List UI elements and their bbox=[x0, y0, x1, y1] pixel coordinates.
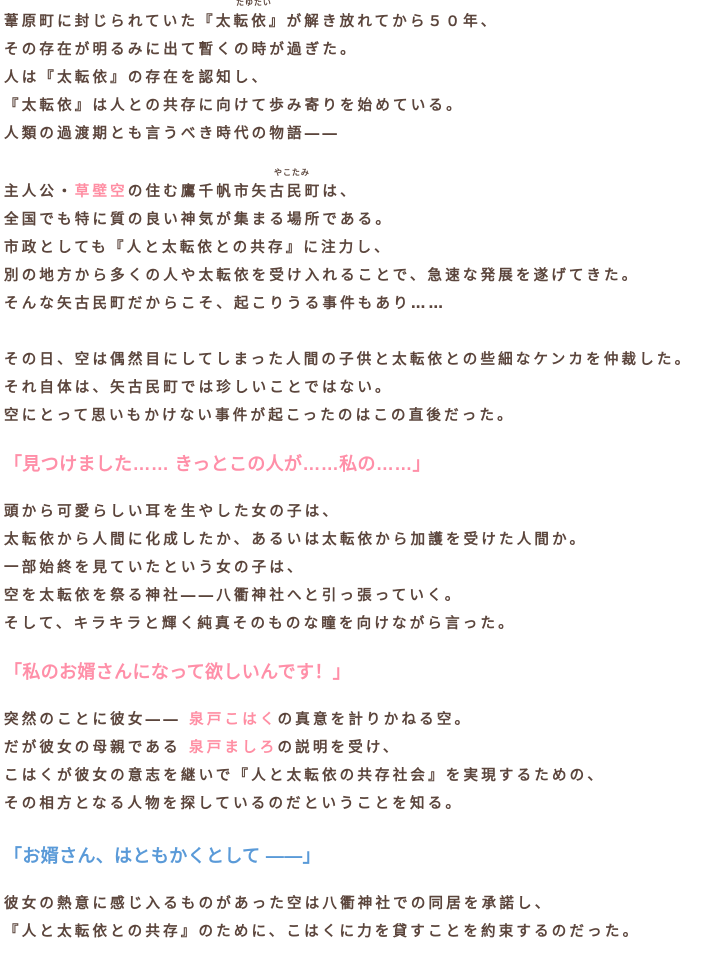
text-line: それ自体は、矢古民町では珍しいことではない。 bbox=[4, 380, 393, 396]
text-line: そんな矢古民町だからこそ、起こりうる事件もあり…… bbox=[4, 296, 447, 312]
line-text: 葦原町に封じられていた『太転依』が解き放れてから５０年、 bbox=[4, 14, 499, 30]
paragraph-girl: 頭から可愛らしい耳を生やした女の子は、 太転依から人間に化成したか、あるいは太転… bbox=[4, 498, 721, 638]
line-text: 主人公・ bbox=[4, 184, 75, 200]
text-line: 『太転依』は人との共存に向けて歩み寄りを始めている。 bbox=[4, 98, 464, 114]
paragraph-heroine: 突然のことに彼女―― 泉戸こはくの真意を計りかねる空。 だが彼女の母親である 泉… bbox=[4, 706, 721, 818]
paragraph-incident: その日、空は偶然目にしてしまった人間の子供と太転依との些細なケンカを仲裁した。 … bbox=[4, 346, 721, 430]
ruby-annotation: たゆたい bbox=[236, 0, 272, 7]
text-line: 頭から可愛らしい耳を生やした女の子は、 bbox=[4, 504, 341, 520]
paragraph-intro: たゆたい 葦原町に封じられていた『太転依』が解き放れてから５０年、 その存在が明… bbox=[4, 0, 721, 148]
text-line: こはくが彼女の意志を継いで『人と太転依の共存社会』を実現するための、 bbox=[4, 768, 606, 784]
text-line: その日、空は偶然目にしてしまった人間の子供と太転依との些細なケンカを仲裁した。 bbox=[4, 352, 693, 368]
text-line: 彼女の熱意に感じ入るものがあった空は八衢神社での同居を承諾し、 bbox=[4, 896, 553, 912]
text-line: 『人と太転依との共存』のために、こはくに力を貸すことを約束するのだった。 bbox=[4, 924, 641, 940]
text-line: 太転依から人間に化成したか、あるいは太転依から加護を受けた人間か。 bbox=[4, 532, 588, 548]
text-line: 人類の過渡期とも言うべき時代の物語―― bbox=[4, 126, 341, 142]
text-line: 空を太転依を祭る神社――八衢神社へと引っ張っていく。 bbox=[4, 588, 463, 604]
heroine-name: 泉戸こはく bbox=[189, 712, 278, 728]
text-line: そして、キラキラと輝く純真そのものな瞳を向けながら言った。 bbox=[4, 616, 516, 632]
text-line: その相方となる人物を探しているのだということを知る。 bbox=[4, 796, 464, 812]
text-line: 空にとって思いもかけない事件が起こったのはこの直後だった。 bbox=[4, 408, 515, 424]
line-text: の住む鷹千帆市矢古民町は、 bbox=[127, 184, 358, 200]
text-line: 全国でも特に質の良い神気が集まる場所である。 bbox=[4, 212, 394, 228]
paragraph-setting: やこたみ 主人公・草壁空の住む鷹千帆市矢古民町は、 全国でも特に質の良い神気が集… bbox=[4, 168, 721, 318]
line-text: だが彼女の母親である bbox=[4, 740, 181, 756]
text-line: 人は『太転依』の存在を認知し、 bbox=[4, 70, 270, 86]
mother-name: 泉戸ましろ bbox=[189, 740, 278, 756]
quote-groom: 「お婿さん、はともかくとして ――」 bbox=[4, 846, 321, 866]
text-line: 突然のことに彼女―― 泉戸こはくの真意を計りかねる空。 bbox=[4, 706, 721, 734]
text-line: その存在が明るみに出て暫くの時が過ぎた。 bbox=[4, 42, 358, 58]
text-line: 一部始終を見ていたという女の子は、 bbox=[4, 560, 305, 576]
ruby-annotation: やこたみ bbox=[274, 168, 310, 177]
line-text: 突然のことに彼女―― bbox=[4, 712, 181, 728]
line-text: の説明を受け、 bbox=[277, 740, 401, 756]
text-line: 市政としても『人と太転依との共存』に注力し、 bbox=[4, 240, 392, 256]
quote-found: 「見つけました…… きっとこの人が……私の……」 bbox=[4, 454, 431, 474]
quote-proposal: 「私のお婿さんになって欲しいんです！」 bbox=[4, 662, 352, 682]
story-text: たゆたい 葦原町に封じられていた『太転依』が解き放れてから５０年、 その存在が明… bbox=[4, 0, 721, 946]
text-line: 別の地方から多くの人や太転依を受け入れることで、急速な発展を遂げてきた。 bbox=[4, 268, 640, 284]
line-text: の真意を計りかねる空。 bbox=[277, 712, 473, 728]
text-line: だが彼女の母親である 泉戸ましろの説明を受け、 bbox=[4, 734, 721, 762]
text-line: たゆたい 葦原町に封じられていた『太転依』が解き放れてから５０年、 bbox=[4, 0, 721, 36]
paragraph-promise: 彼女の熱意に感じ入るものがあった空は八衢神社での同居を承諾し、 『人と太転依との… bbox=[4, 890, 721, 946]
text-line: やこたみ 主人公・草壁空の住む鷹千帆市矢古民町は、 bbox=[4, 168, 721, 206]
protagonist-name: 草壁空 bbox=[74, 184, 128, 200]
